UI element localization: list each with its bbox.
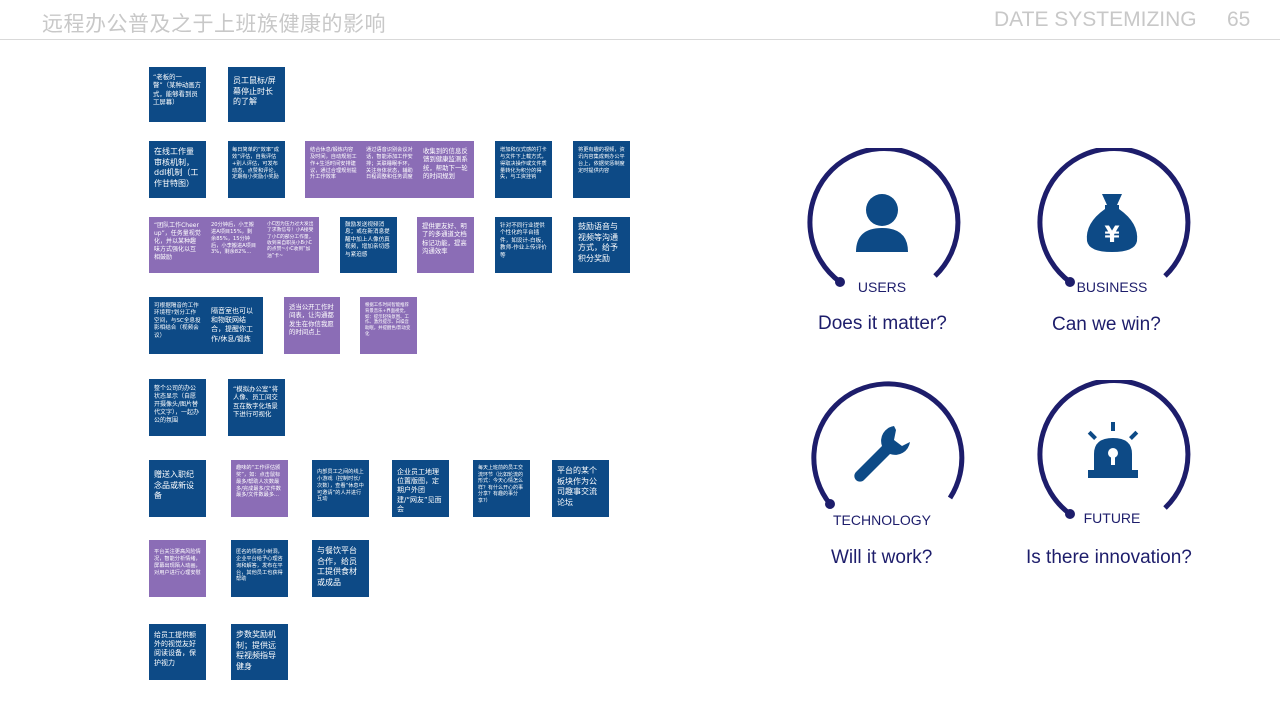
idea-card: 隔音室也可以和物联网结合，提醒你工作/休息/锻炼: [206, 297, 263, 354]
idea-card: 员工鼠标/屏幕停止时长的了解: [228, 67, 285, 122]
wrench-icon: [854, 426, 910, 482]
pillar-business: ¥ BUSINESS: [1012, 148, 1212, 338]
pillar-question: Is there innovation?: [1026, 547, 1192, 568]
money-bag-icon: ¥: [1086, 194, 1138, 252]
idea-card: 鼓励发送视频消息；或在新消息提醒中加上人像仿真视频，增加亲切感与紧迫感: [340, 217, 397, 273]
pillar-question: Does it matter?: [818, 313, 947, 334]
idea-card: 给员工提供额外的视觉友好阅读设备，保护视力: [149, 624, 206, 680]
idea-card: 适当公开工作时间表，让沟通都发生在你信我愿的时间点上: [284, 297, 340, 354]
idea-card: 20分钟后，小王搬进A项目15%，剩余85%，15分钟后，小李搬进A项目3%，剩…: [206, 217, 262, 273]
idea-card: 内部员工之间的线上小游戏（控制时长/次数），查看“休息中可邀请”的人并进行互动: [312, 460, 369, 517]
idea-card: 步数奖励机制；提供远程视频指导健身: [231, 624, 288, 680]
idea-card: 平台关注更高风险情况，智能分析情绪，屏幕出现陌人动画，对用户进行心理安慰: [149, 540, 206, 597]
idea-card: 趣味的“工作评估颁奖”，如：点击鼠标最多/帮助人次数最多/完成最多/文件数最多/…: [231, 460, 288, 517]
idea-card: “团队工作Cheer up”，任务量视觉化，并以某种趣味方式强化以互相鼓励: [149, 217, 206, 273]
idea-card: 鼓励语音与视频等沟通方式，给予积分奖励: [573, 217, 630, 273]
idea-card: 与餐饮平台合作，给员工提供食材或成品: [312, 540, 369, 597]
pillar-label: FUTURE: [1083, 510, 1141, 526]
idea-card: 小C因为压力过大发出了求救信号！小A接受了小C的部分工作量，收到来自职员小B小C…: [262, 217, 319, 273]
idea-card: “模拟办公室”将人像、员工间交互在数字化场景下进行可视化: [228, 379, 285, 436]
idea-card: 匿名的情感小树洞，企业平台给予心理咨询和解答，发布在平台，其他员工也获得帮助: [231, 540, 288, 597]
idea-card: “老板的一瞥”（某种动画方式，能够看到员工屏幕）: [149, 67, 206, 122]
pillar-future: FUTURE: [1012, 380, 1212, 530]
section-label: DATE SYSTEMIZING: [994, 8, 1197, 31]
idea-card: 每日简单的“效率”成效”评估，自我评估+别人评估，可发布动态，点赞和评论，定期有…: [228, 141, 285, 198]
alarm-light-icon: [1087, 422, 1139, 478]
progress-arc: [807, 148, 961, 287]
idea-card: 通过语音识别会议对话，智能添加工作安排；关联睡眠手环，关注身体状态，辅助日程调整…: [362, 141, 418, 198]
idea-card: 在线工作量审核机制，ddl机制（工作甘特图）: [149, 141, 206, 198]
pillar-technology: TECHNOLOGY: [782, 380, 982, 530]
idea-card: 根据工作时间智能推荐背景音乐+界面视觉，如：提示轻快氛围、工作、激烈提示、白噪音…: [360, 297, 417, 354]
pillar-question: Can we win?: [1052, 314, 1161, 335]
user-icon: [856, 194, 908, 252]
idea-card: 增加和仪式感的打卡与文件下上载方式，得取决操作或文件质量转化为积分的得失，与工资…: [495, 141, 552, 198]
idea-card: 每天上班前的员工交流环节（比如轮流的形式：今天心情怎么样？有什么开心的事分享？有…: [473, 460, 530, 517]
progress-arc: [1037, 380, 1191, 519]
idea-card: 整个公司的办公状态显示（自愿开摄像头/图片替代文字），一起办公的氛围: [149, 379, 206, 436]
progress-arc: [1037, 148, 1191, 287]
idea-card: 企业员工地理位置版图，定期户外团建/“网友”见面会: [392, 460, 449, 517]
idea-card: 提供更友好、明了的多通道文档标记功能，提高沟通效率: [417, 217, 474, 273]
svg-text:¥: ¥: [1104, 223, 1120, 248]
pillar-label: BUSINESS: [1076, 279, 1148, 295]
idea-card: 将更有趣的视频，资讯内容集成到办公平台上，依据奖惩制度定时提供内容: [573, 141, 630, 198]
pillar-label: TECHNOLOGY: [832, 512, 931, 528]
pillar-question: Will it work?: [831, 547, 933, 568]
page-number: 65: [1227, 8, 1251, 31]
pillar-users: USERS: [782, 148, 982, 338]
idea-card: 结合休息/锻炼内容及时间，自动规划工作+生活时间安排建议，通过合理规划提升工作效…: [305, 141, 362, 198]
header-divider: [0, 39, 1280, 40]
idea-card: 赠送入职纪念品或新设备: [149, 460, 206, 517]
pillar-label: USERS: [857, 279, 907, 295]
idea-card: 针对不同行业提供个性化的平台插件，如设计-白板，教师-作业上传评价等: [495, 217, 552, 273]
page-title: 远程办公普及之于上班族健康的影响: [42, 12, 386, 36]
idea-card: 收集到的信息反馈到健康监测系统，帮助下一轮的时间规划: [418, 141, 474, 198]
idea-card: 平台的某个板块作为公司趣事交流论坛: [552, 460, 609, 517]
progress-arc: [811, 381, 965, 509]
idea-card: 可根据隔音的工作环境程?划分工作空间，与SC全息投影相结合（视频会议）: [149, 297, 206, 354]
